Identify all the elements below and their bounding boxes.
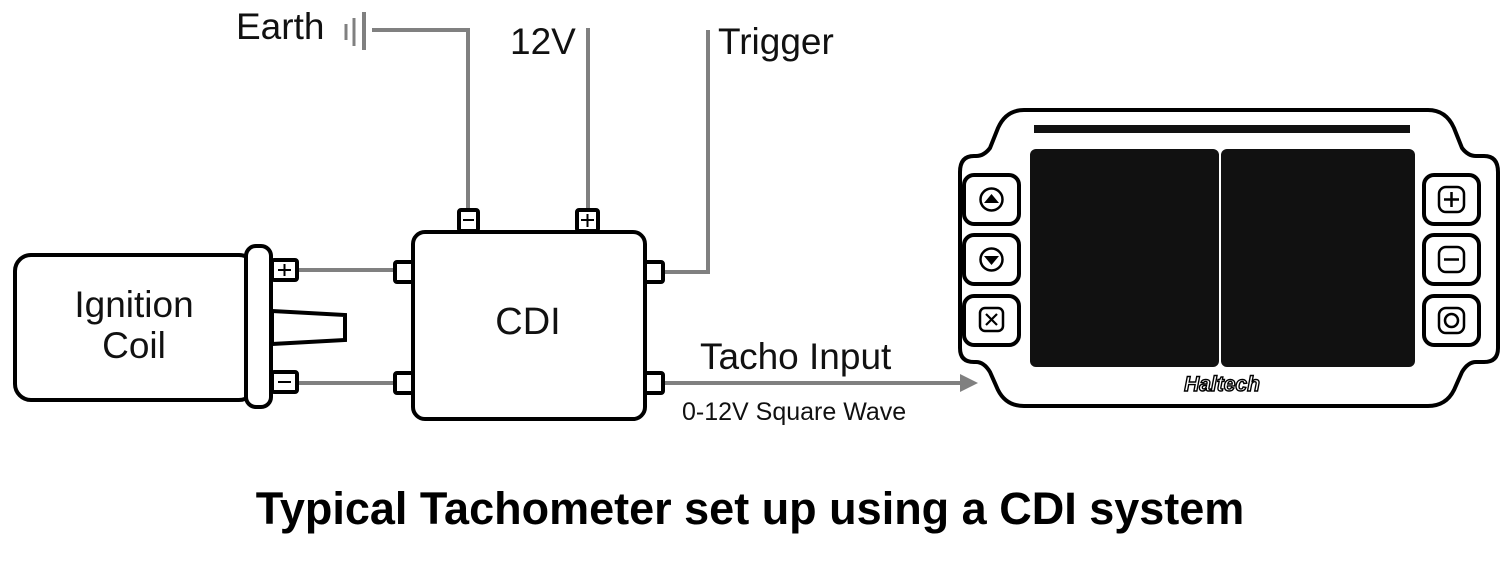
trigger-label: Trigger <box>718 21 834 62</box>
cdi-positive-terminal-icon <box>581 214 594 227</box>
cdi-label: CDI <box>495 301 560 343</box>
ignition-coil: Ignition Coil <box>13 244 347 409</box>
dash-screen-right <box>1221 149 1415 367</box>
minus-icon <box>1437 245 1466 274</box>
down-arrow-icon <box>979 247 1004 272</box>
tacho-arrow-head <box>960 374 978 392</box>
up-arrow-icon <box>979 187 1004 212</box>
dash-plus-button[interactable] <box>1422 173 1481 226</box>
close-icon <box>978 306 1005 333</box>
dash-up-button[interactable] <box>962 173 1021 226</box>
dash-top-bar <box>1034 125 1410 133</box>
ignition-coil-label-line1: Ignition <box>74 284 193 325</box>
earth-wire <box>372 28 470 210</box>
dash-minus-button[interactable] <box>1422 233 1481 286</box>
tacho-input-label: Tacho Input <box>700 336 892 377</box>
haltech-logo: Haltech <box>1184 373 1260 396</box>
dash-record-button[interactable] <box>1422 294 1481 347</box>
cdi-unit: CDI <box>393 208 665 421</box>
earth-ground-icon <box>344 12 366 50</box>
record-icon <box>1437 306 1466 335</box>
square-wave-label: 0-12V Square Wave <box>682 398 906 426</box>
12v-label: 12V <box>510 21 576 62</box>
dash-down-button[interactable] <box>962 233 1021 286</box>
ignition-coil-label-line2: Coil <box>102 325 166 366</box>
trigger-wire <box>660 30 710 274</box>
dash-screen-left <box>1030 149 1219 367</box>
earth-label: Earth <box>236 6 324 47</box>
coil-positive-terminal-icon <box>278 264 291 276</box>
plus-icon <box>1437 185 1466 214</box>
diagram-title: Typical Tachometer set up using a CDI sy… <box>256 483 1245 534</box>
dash-close-button[interactable] <box>962 294 1021 347</box>
haltech-dash-display: Haltech <box>958 108 1500 408</box>
